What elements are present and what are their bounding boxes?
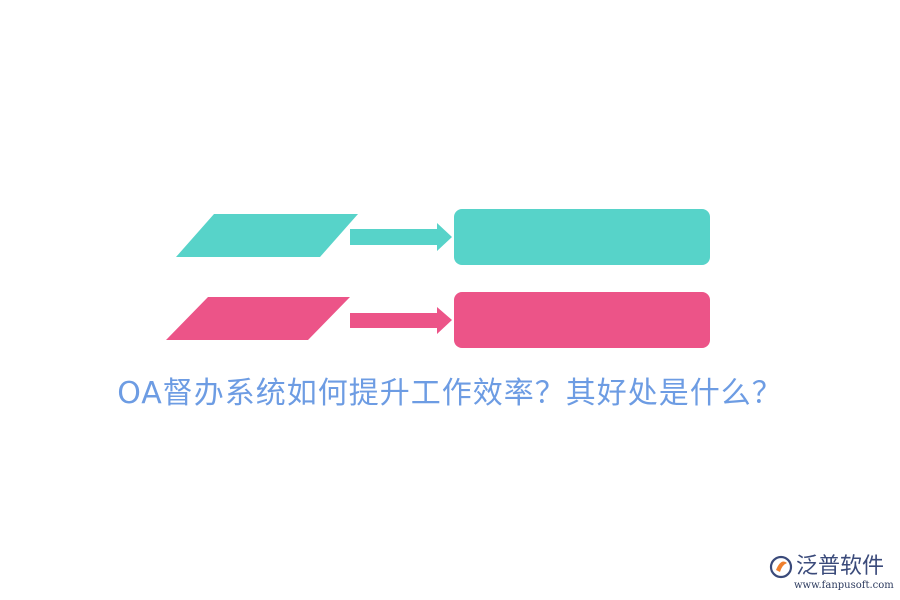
output-box-1 bbox=[454, 209, 710, 265]
logo-url: www.fanpusoft.com bbox=[794, 580, 894, 591]
output-box-2 bbox=[454, 292, 710, 348]
page-title: OA督办系统如何提升工作效率？其好处是什么？ bbox=[117, 376, 783, 411]
logo-brand-name: 泛普软件 bbox=[796, 554, 885, 579]
flow-row-1 bbox=[176, 209, 710, 265]
fanpu-logo-icon bbox=[769, 555, 793, 579]
input-parallelogram-2 bbox=[166, 297, 350, 340]
input-parallelogram-1 bbox=[176, 214, 358, 257]
brand-logo: 泛普软件 www.fanpusoft.com bbox=[768, 552, 894, 596]
arrow-right-2 bbox=[350, 307, 452, 334]
flow-row-2 bbox=[166, 292, 710, 348]
arrow-right-1 bbox=[350, 223, 452, 251]
